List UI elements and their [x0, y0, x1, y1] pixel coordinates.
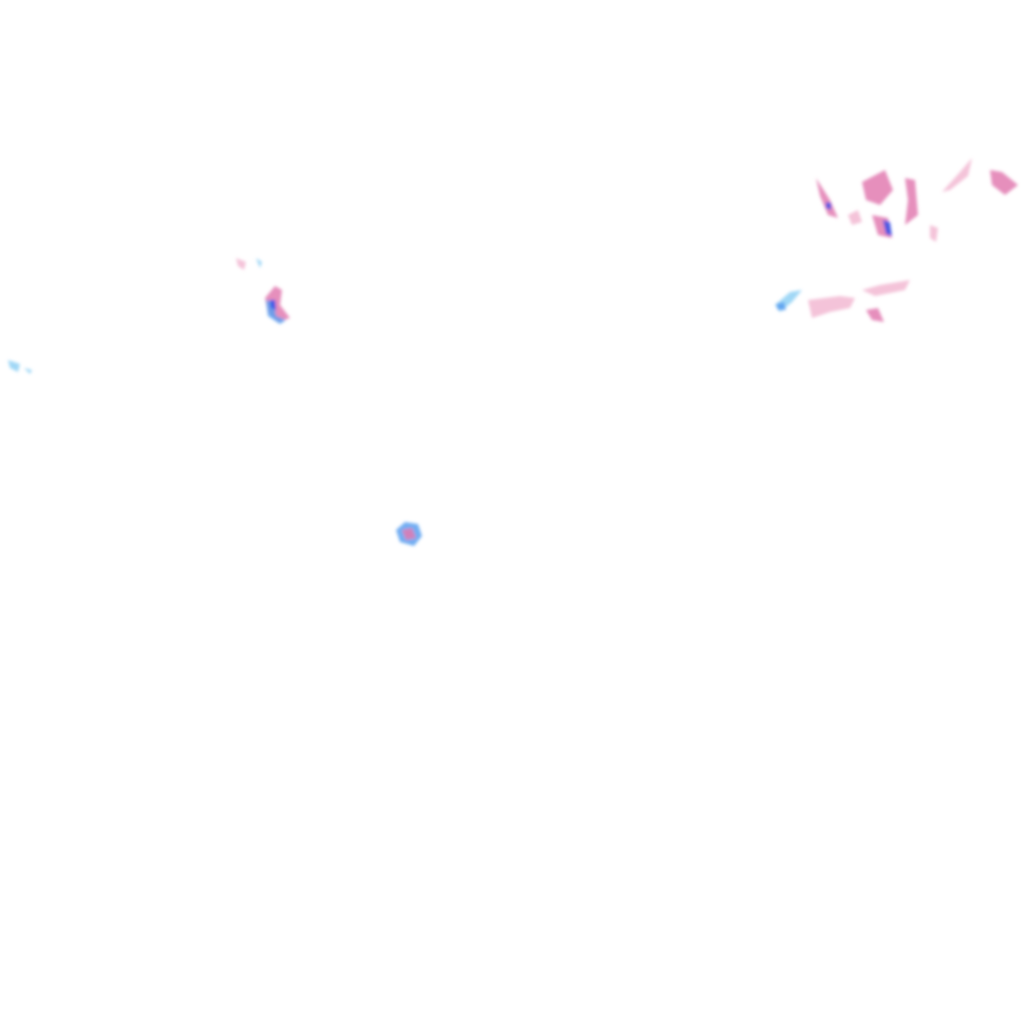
precipitation-cell — [24, 368, 32, 374]
precipitation-cell — [905, 178, 918, 225]
precipitation-cell — [883, 220, 892, 236]
precipitation-cell — [990, 170, 1018, 195]
precipitation-cell — [236, 258, 246, 270]
precipitation-cell — [808, 296, 855, 318]
precipitation-cell — [402, 528, 416, 540]
precipitation-cell — [862, 170, 893, 205]
precipitation-cell — [826, 202, 831, 210]
precipitation-cell — [816, 178, 838, 218]
precipitation-cell — [862, 280, 910, 296]
precipitation-cell — [848, 210, 862, 225]
precipitation-cell — [270, 300, 276, 310]
precipitation-cell — [930, 225, 938, 242]
precipitation-cell — [942, 158, 972, 192]
precipitation-cell — [776, 302, 786, 310]
precipitation-cell — [866, 308, 884, 322]
precipitation-cell — [256, 258, 262, 268]
precipitation-cell — [8, 360, 20, 372]
